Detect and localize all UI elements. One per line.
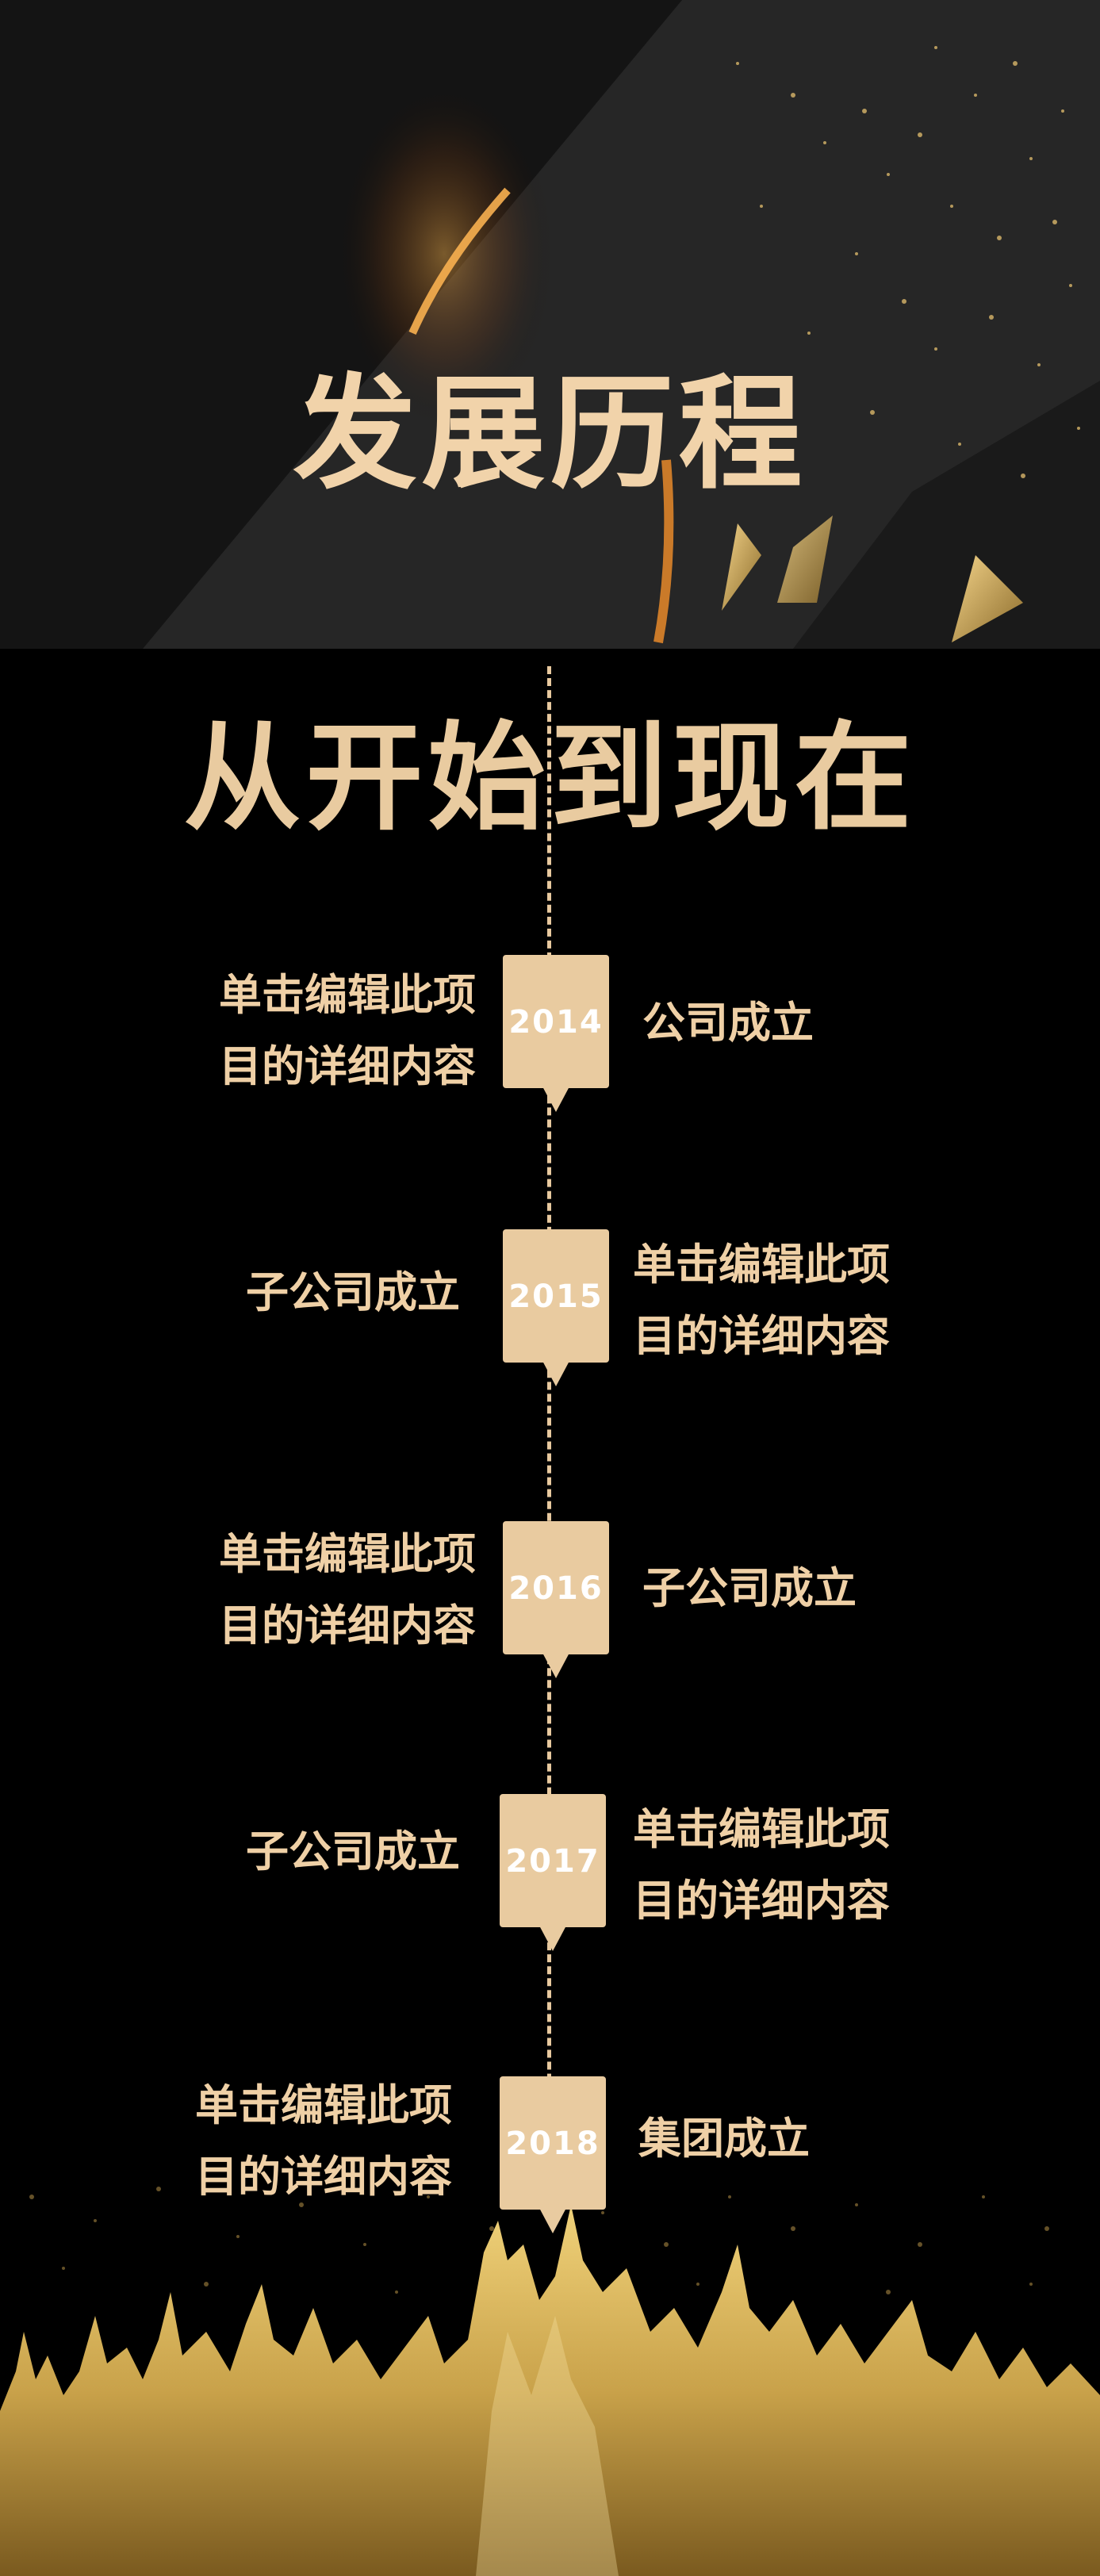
year-marker: 2016: [503, 1521, 609, 1678]
year-marker: 2018: [500, 2076, 606, 2233]
hero-banner: 发展历程: [0, 0, 1100, 649]
timeline-right-text: 集团成立: [638, 2114, 810, 2164]
timeline-left-text: 子公司成立: [246, 1267, 460, 1317]
year-label: 2016: [508, 1570, 604, 1607]
crowd-silhouette-shape: [0, 2205, 1100, 2576]
timeline-left-text: 单击编辑此项 目的详细内容: [195, 2080, 452, 2202]
year-marker: 2017: [500, 1794, 606, 1951]
year-label: 2015: [508, 1278, 604, 1315]
gold-glitter: [736, 46, 1080, 478]
timeline-dashed-line: [547, 666, 551, 2213]
year-label: 2017: [505, 1843, 600, 1880]
gold-crystal-shape: [777, 516, 833, 603]
fire-glow: [333, 79, 555, 428]
hero-background-art: [0, 0, 1100, 649]
timeline-right-text: 公司成立: [642, 998, 814, 1048]
year-marker: 2014: [503, 955, 609, 1112]
gold-crystal-shape: [722, 523, 761, 611]
page-subtitle: 从开始到现在: [183, 710, 917, 846]
crowd-highlight: [476, 2316, 619, 2576]
year-label: 2014: [508, 1004, 604, 1041]
timeline-left-text: 单击编辑此项 目的详细内容: [219, 970, 476, 1091]
gold-crystal-shape: [952, 555, 1023, 642]
timeline-right-text: 子公司成立: [642, 1563, 857, 1613]
page-title: 发展历程: [293, 362, 807, 506]
timeline-right-text: 单击编辑此项 目的详细内容: [633, 1804, 890, 1926]
fire-streak-upper: [408, 187, 511, 335]
timeline-left-text: 子公司成立: [246, 1827, 460, 1876]
year-marker: 2015: [503, 1229, 609, 1386]
fire-streak-lower: [653, 459, 674, 644]
diagonal-panel-lower: [793, 381, 1100, 649]
gold-glitter: [29, 2187, 1049, 2294]
gold-crowd-silhouette: [0, 2187, 1100, 2576]
year-label: 2018: [505, 2126, 600, 2162]
timeline-left-text: 单击编辑此项 目的详细内容: [219, 1529, 476, 1650]
timeline-right-text: 单击编辑此项 目的详细内容: [633, 1240, 890, 1361]
diagonal-panel: [143, 0, 1100, 649]
